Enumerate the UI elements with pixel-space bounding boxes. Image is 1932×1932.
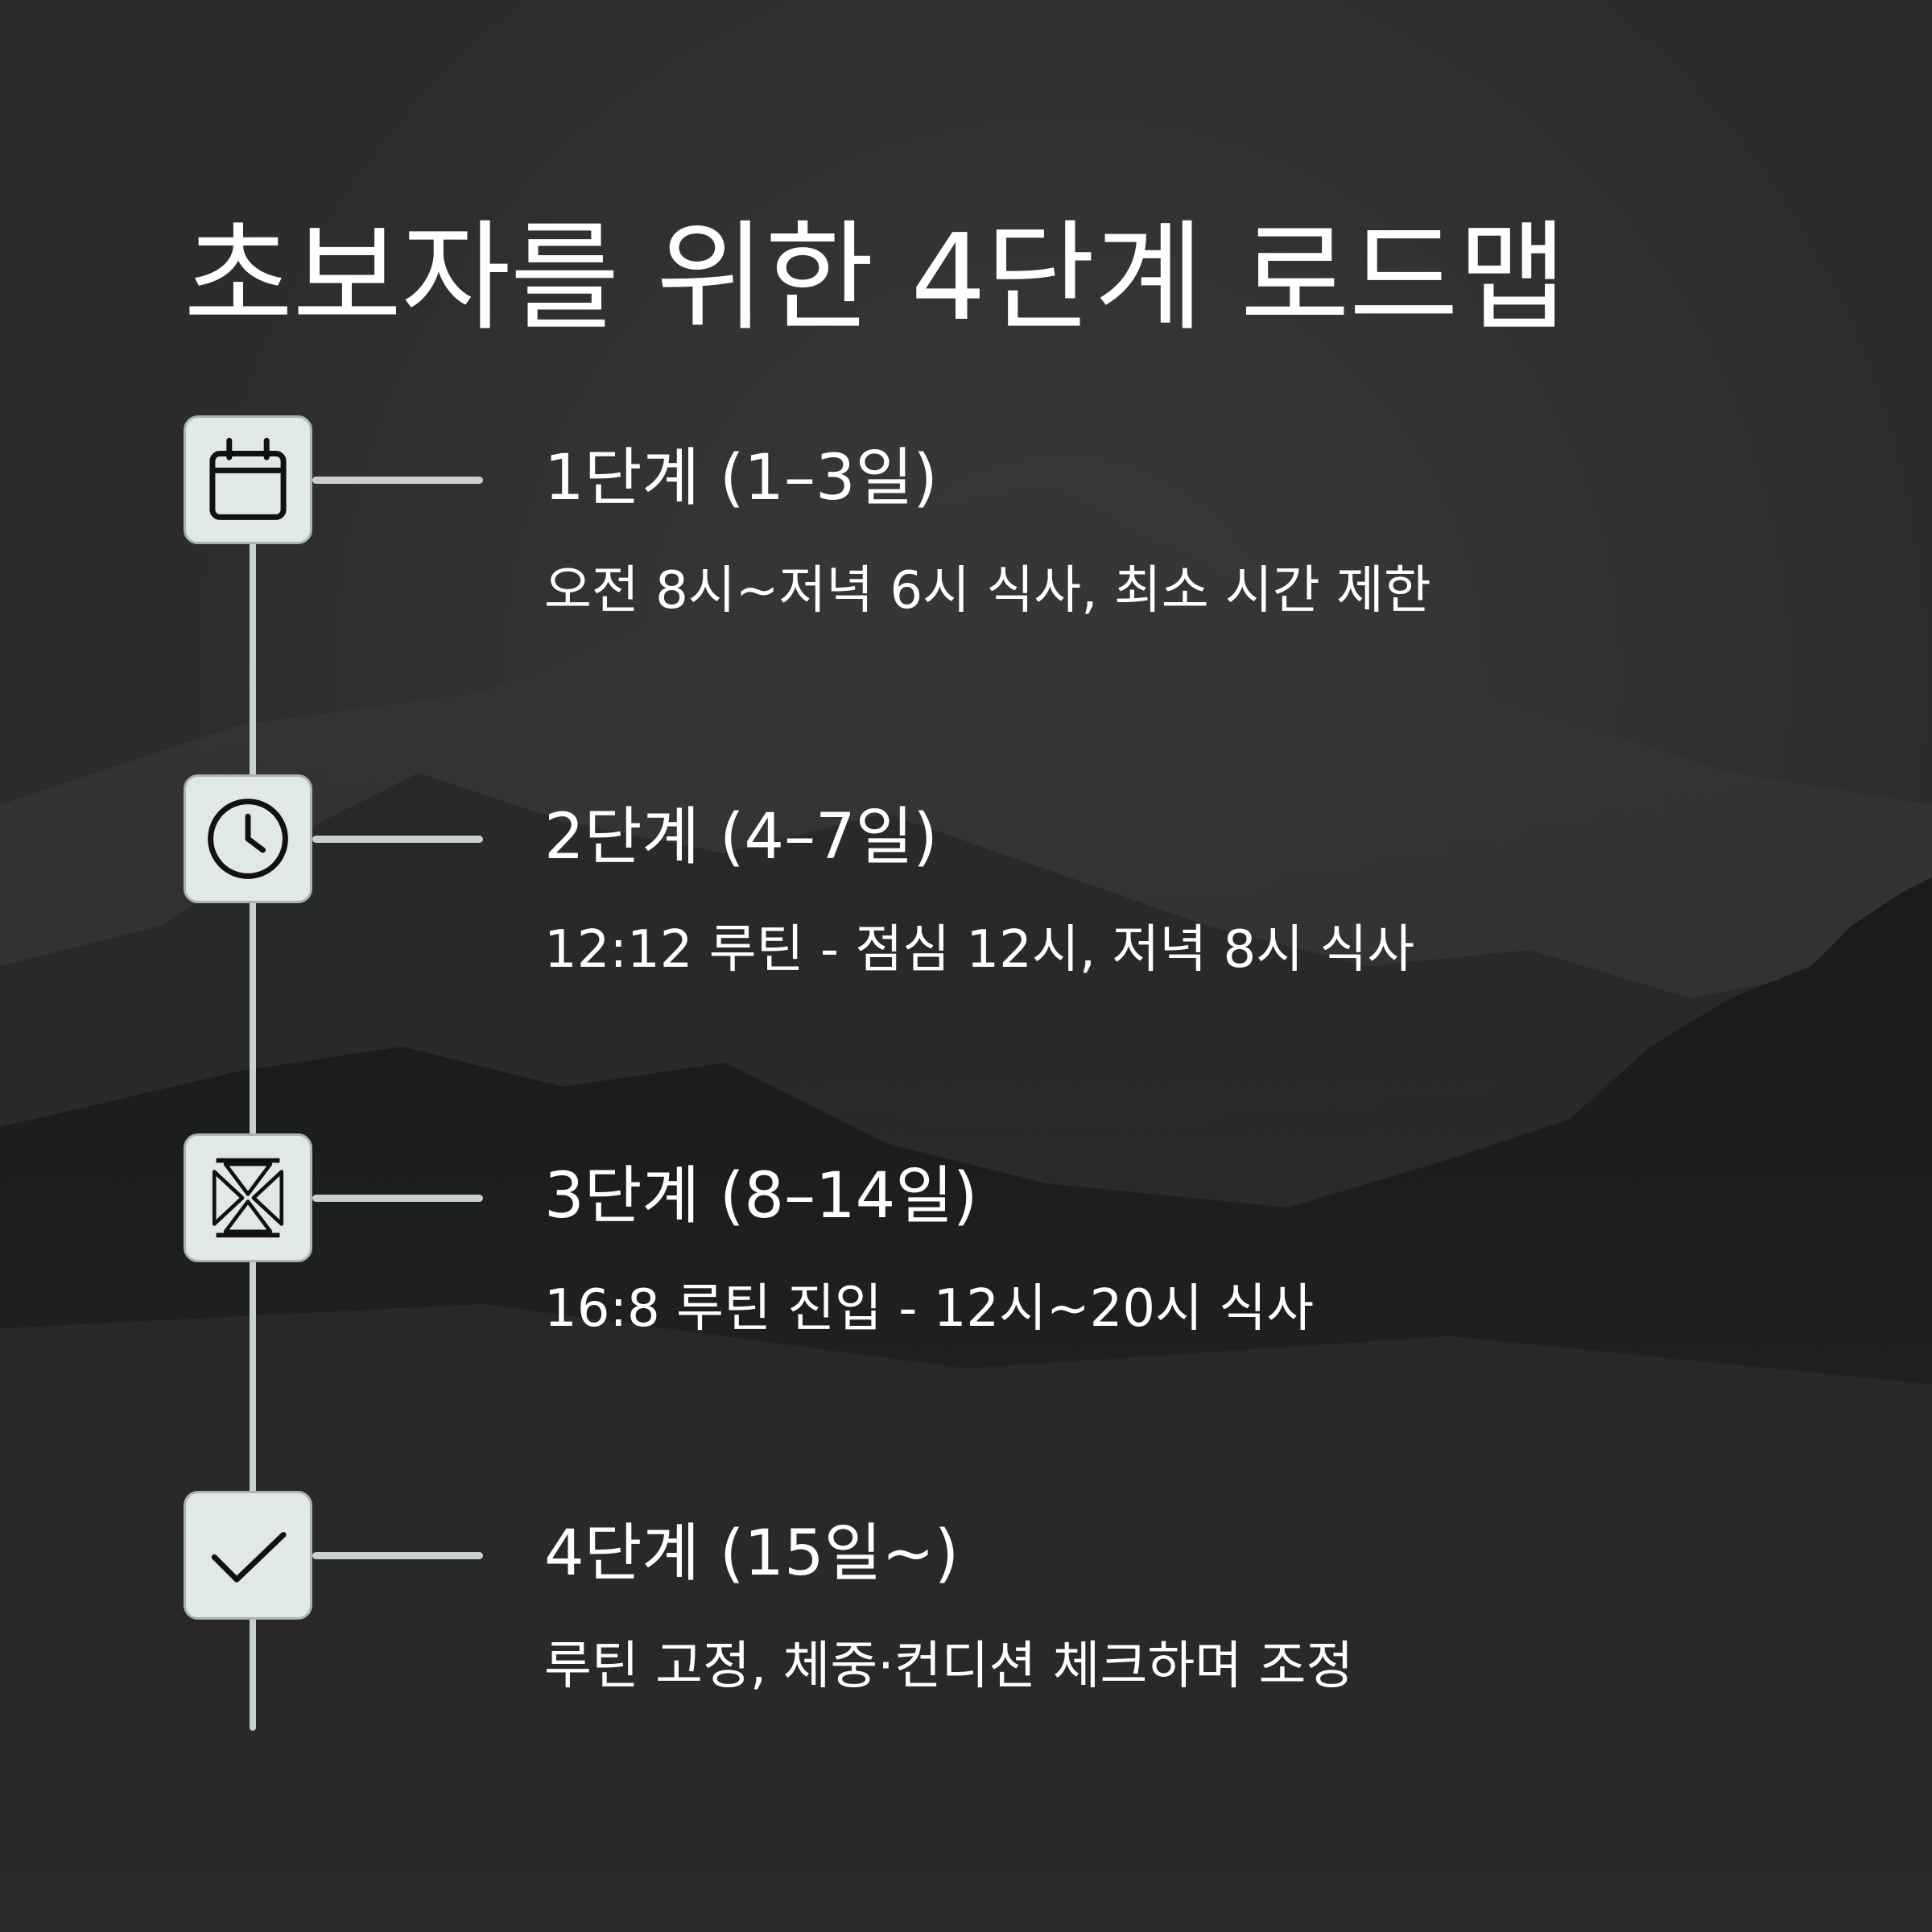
step-4-title: 4단계 (15일~) [544,1517,960,1590]
step-1-connector [312,477,483,484]
step-3-icon-box [184,1133,312,1262]
step-4-connector [312,1552,483,1559]
step-2: 2단계 (4–7일) 12:12 루틴 - 점심 12시, 저녁 8시 식사 [0,774,1932,1016]
calendar-icon [209,437,287,520]
step-4-icon-box [184,1491,312,1620]
step-2-desc: 12:12 루틴 - 점심 12시, 저녁 8시 식사 [544,920,1415,980]
step-4-desc: 루틴 고정, 체중·컨디션 체크하며 조정 [544,1637,1354,1696]
step-2-icon-box [184,774,312,903]
clock-icon [208,799,288,879]
step-3: 3단계 (8–14일) 16:8 루틴 진입 - 12시~20시 식사 [0,1133,1932,1375]
step-3-title: 3단계 (8–14일) [544,1160,978,1232]
step-3-connector [312,1195,483,1202]
step-2-title: 2단계 (4–7일) [544,801,938,873]
step-1-icon-box [184,415,312,544]
step-3-desc: 16:8 루틴 진입 - 12시~20시 식사 [544,1279,1315,1339]
mist [0,1304,1932,1932]
page-title: 초보자를 위한 4단계 로드맵 [184,208,1567,347]
hourglass-icon [212,1158,284,1238]
timeline-line [250,483,256,1731]
checkmark-icon [211,1532,287,1583]
step-1: 1단계 (1–3일) 오전 8시~저녁 6시 식사, 최소 시간 제한 [0,415,1932,657]
step-1-title: 1단계 (1–3일) [544,442,938,514]
step-4: 4단계 (15일~) 루틴 고정, 체중·컨디션 체크하며 조정 [0,1491,1932,1732]
step-2-connector [312,836,483,843]
step-1-desc: 오전 8시~저녁 6시 식사, 최소 시간 제한 [544,561,1431,621]
